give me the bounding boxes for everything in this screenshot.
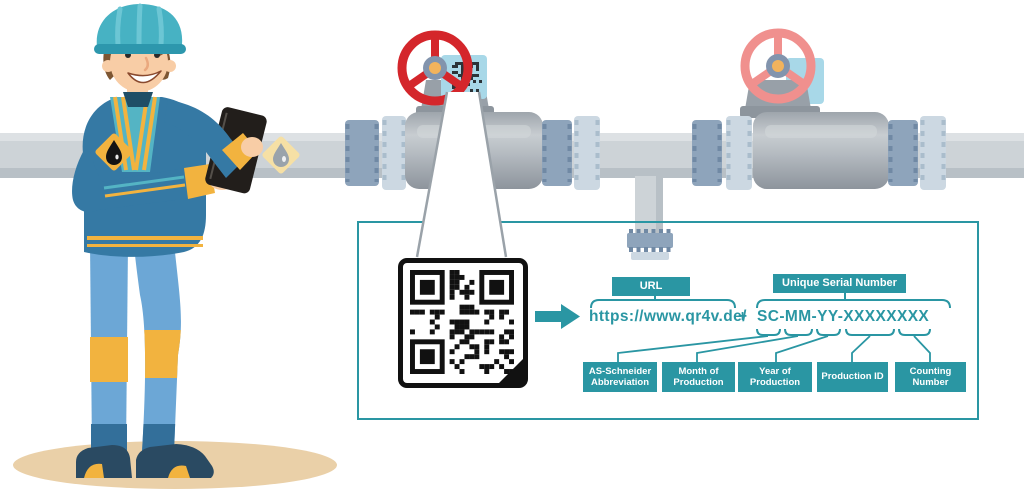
- valve-handwheel-icon-pink: [740, 28, 816, 104]
- segment-label-production-id: Production ID: [817, 362, 888, 392]
- right-arm: [164, 100, 263, 178]
- segment-label-month: Month of Production: [662, 362, 735, 392]
- plus-sign: +: [738, 308, 748, 325]
- qr-card-fold-corner: [498, 358, 524, 384]
- segment-line: AS-Schneider: [588, 365, 652, 377]
- url-label-text: URL: [639, 279, 663, 292]
- segment-line: Year of: [759, 365, 791, 377]
- serial-label: Unique Serial Number: [773, 274, 906, 293]
- boots: [76, 444, 214, 478]
- hard-hat: [94, 3, 186, 54]
- segment-line: Month of: [678, 365, 719, 377]
- segment-line: Number: [912, 377, 949, 388]
- valve-2: [692, 28, 946, 190]
- segment-line: Abbreviation: [590, 377, 650, 388]
- valve-1: [345, 30, 600, 190]
- url-label: URL: [612, 277, 690, 296]
- oil-drop-icon: [95, 133, 133, 171]
- segment-label-year: Year of Production: [738, 362, 812, 392]
- serial-text: SC-MM-YY-XXXXXXXX: [757, 308, 930, 325]
- segment-line: Production: [673, 377, 724, 388]
- qr-code: [398, 258, 528, 388]
- serial-label-text: Unique Serial Number: [782, 276, 897, 289]
- segment-line: Production: [749, 377, 801, 388]
- info-panel: [357, 221, 979, 420]
- segment-line: Production ID: [821, 371, 884, 383]
- t-junction: [627, 176, 673, 260]
- segment-line: Counting: [909, 365, 952, 377]
- qr-code-pattern: [410, 270, 514, 374]
- segment-label-counting: Counting Number: [895, 362, 966, 392]
- worker-illustration: [72, 3, 267, 478]
- oil-drop-sign-icon: [262, 136, 300, 174]
- segment-label-abbreviation: AS-Schneider Abbreviation: [583, 362, 657, 392]
- url-text: https://www.qr4v.de/: [589, 308, 747, 325]
